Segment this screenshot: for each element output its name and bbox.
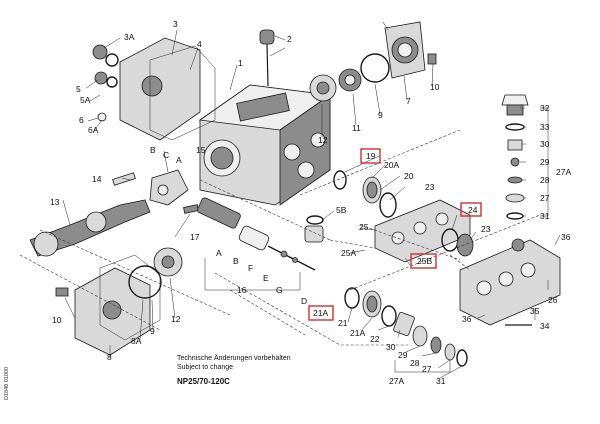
label-e: E xyxy=(263,273,269,283)
label-27b: 27 xyxy=(422,364,432,374)
highlight-21a xyxy=(308,305,334,321)
brackets xyxy=(204,107,549,373)
model-code: NP25/70-120C xyxy=(177,377,230,386)
flange xyxy=(384,21,437,79)
label-27a: 27A xyxy=(556,167,571,177)
label-9a: 9 xyxy=(378,110,383,120)
label-13: 13 xyxy=(50,197,60,207)
plunger-guide xyxy=(197,197,316,271)
crankshaft xyxy=(29,172,151,257)
note-line-1: Technische Änderungen vorbehalten xyxy=(177,355,291,362)
label-a1: A xyxy=(176,155,182,165)
highlight-25b xyxy=(410,253,437,269)
label-20: 20 xyxy=(404,171,414,181)
label-2: 2 xyxy=(287,34,292,44)
seal-pack-lower xyxy=(344,287,468,367)
label-25b: 25B xyxy=(417,256,432,266)
label-b2: B xyxy=(233,256,239,266)
label-10a: 10 xyxy=(430,82,440,92)
label-34: 34 xyxy=(540,321,550,331)
label-8a: 8A xyxy=(131,336,142,346)
connecting-rod xyxy=(149,169,199,214)
label-12b: 12 xyxy=(171,314,181,324)
label-28b: 28 xyxy=(410,358,420,368)
seal-pack-upper xyxy=(333,170,397,218)
highlight-24 xyxy=(460,202,482,217)
oil-plugs xyxy=(92,44,119,122)
label-25a: 25A xyxy=(341,248,356,258)
bearing-right xyxy=(309,53,390,102)
label-6a: 6A xyxy=(88,125,99,135)
label-5: 5 xyxy=(76,84,81,94)
label-g: G xyxy=(276,285,283,295)
dipstick xyxy=(259,29,275,87)
leader-lines xyxy=(62,21,561,379)
manifold-plate xyxy=(374,199,474,263)
crankcase xyxy=(198,84,332,206)
label-1: 1 xyxy=(238,58,243,68)
label-7: 7 xyxy=(406,96,411,106)
label-9b: 9 xyxy=(150,326,155,336)
label-26: 26 xyxy=(548,295,558,305)
label-36: 36 xyxy=(561,232,571,242)
label-10b: 10 xyxy=(52,315,62,325)
label-23b: 23 xyxy=(481,224,491,234)
label-4: 4 xyxy=(197,39,202,49)
label-28: 28 xyxy=(540,175,550,185)
label-c1: C xyxy=(163,150,169,160)
callout-labels: 1 2 3 3A 4 5 5A 6 6A 7 9 10 11 12 15 B C… xyxy=(50,19,571,386)
label-3: 3 xyxy=(173,19,178,29)
drawing-number: D1840 01000 xyxy=(4,366,10,400)
label-33: 33 xyxy=(540,122,550,132)
label-5b: 5B xyxy=(336,205,347,215)
label-27: 27 xyxy=(540,193,550,203)
valve-head xyxy=(459,238,561,326)
label-a2: A xyxy=(216,248,222,258)
label-8: 8 xyxy=(107,352,112,362)
note-line-2: Subject to change xyxy=(177,364,234,371)
label-30b: 30 xyxy=(386,342,396,352)
label-36b: 36 xyxy=(462,314,472,324)
label-31: 31 xyxy=(540,211,550,221)
label-d: D xyxy=(301,296,307,306)
label-29: 29 xyxy=(540,157,550,167)
label-24: 24 xyxy=(468,205,478,215)
label-11: 11 xyxy=(352,123,361,133)
label-f: F xyxy=(248,263,253,273)
valve-stack-right xyxy=(501,94,529,220)
label-12a: 12 xyxy=(318,135,328,145)
label-17: 17 xyxy=(190,232,200,242)
valve-5b xyxy=(304,215,324,243)
label-15: 15 xyxy=(196,145,206,155)
label-27ab: 27A xyxy=(389,376,404,386)
label-20a: 20A xyxy=(384,160,399,170)
label-16: 16 xyxy=(237,285,247,295)
label-29b: 29 xyxy=(398,350,408,360)
label-19: 19 xyxy=(366,151,376,161)
label-31b: 31 xyxy=(436,376,446,386)
label-30: 30 xyxy=(540,139,550,149)
highlight-19 xyxy=(360,148,381,164)
label-21a: 21A xyxy=(313,308,328,318)
label-32: 32 xyxy=(540,103,550,113)
label-21ab: 21A xyxy=(350,328,365,338)
rear-cover xyxy=(119,37,216,141)
label-21: 21 xyxy=(338,318,348,328)
label-22: 22 xyxy=(370,334,380,344)
label-6: 6 xyxy=(79,115,84,125)
label-25: 25 xyxy=(359,222,369,232)
highlight-boxes xyxy=(308,148,482,321)
label-5a: 5A xyxy=(80,95,91,105)
label-b1: B xyxy=(150,145,156,155)
label-35: 35 xyxy=(530,306,540,316)
bottom-cover xyxy=(55,247,183,356)
label-23a: 23 xyxy=(425,182,435,192)
label-14: 14 xyxy=(92,174,102,184)
label-3a: 3A xyxy=(124,32,135,42)
